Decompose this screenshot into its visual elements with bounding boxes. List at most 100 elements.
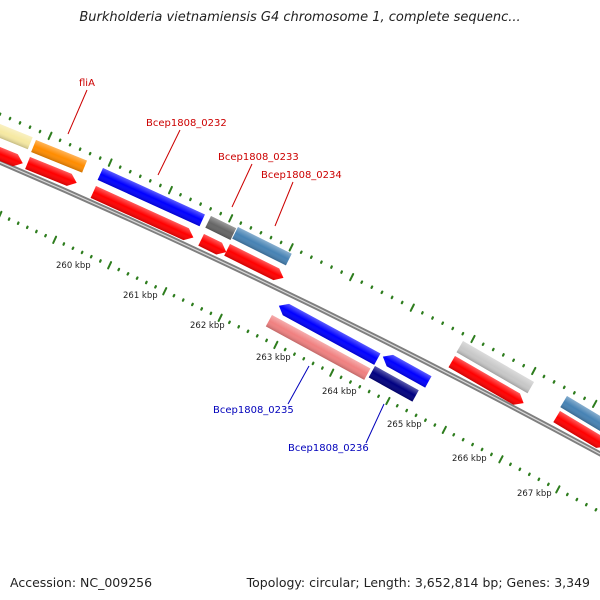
inner-minor-tick — [246, 329, 250, 334]
outer-minor-tick — [320, 260, 323, 264]
outer-minor-tick — [159, 183, 162, 188]
accession-text: Accession: NC_009256 — [10, 575, 153, 590]
outer-minor-tick — [522, 363, 526, 368]
inner-major-tick — [107, 261, 113, 270]
inner-minor-tick — [302, 357, 306, 361]
inner-minor-tick — [480, 447, 484, 452]
inner-major-tick — [273, 340, 279, 350]
outer-minor-tick — [219, 211, 223, 216]
outer-minor-tick — [68, 143, 72, 147]
gene-bcep1808-0233[interactable] — [205, 216, 237, 240]
gene-edge-right[interactable] — [560, 396, 600, 433]
cds-bcep1808-0236[interactable] — [368, 366, 419, 402]
outer-minor-tick — [128, 169, 132, 174]
outer-minor-tick — [501, 353, 505, 357]
inner-minor-tick — [349, 380, 352, 384]
outer-minor-tick — [380, 290, 384, 295]
scale-label-261: 261 kbp — [123, 291, 158, 301]
outer-minor-tick — [189, 197, 192, 202]
cds-flia[interactable] — [25, 157, 79, 189]
outer-minor-tick — [309, 255, 313, 259]
outer-minor-tick — [148, 179, 152, 183]
label-bcep1808-0232[interactable]: Bcep1808_0232 — [146, 118, 227, 129]
outer-minor-tick — [8, 116, 12, 121]
gene-bcep1808-0235-outer[interactable] — [276, 300, 381, 365]
genome-summary-text: Topology: circular; Length: 3,652,814 bp… — [246, 575, 590, 590]
cds-bcep1808-0232[interactable] — [90, 186, 196, 243]
scale-label-263: 263 kbp — [256, 353, 291, 363]
label-bcep1808-0234[interactable]: Bcep1808_0234 — [261, 170, 342, 181]
inner-major-tick — [441, 425, 447, 434]
scale-labels: 260 kbp 261 kbp 262 kbp 263 kbp 264 kbp … — [56, 261, 552, 499]
inner-minor-tick — [200, 307, 204, 311]
inner-minor-tick — [414, 413, 418, 418]
gene-bcep1808-0232[interactable] — [97, 168, 205, 227]
outer-minor-tick — [562, 385, 566, 390]
gene-features[interactable] — [0, 120, 600, 452]
inner-minor-tick — [461, 437, 465, 442]
inner-minor-tick — [283, 347, 287, 352]
label-bcep1808-0236[interactable]: Bcep1808_0236 — [288, 443, 369, 454]
outer-minor-tick — [330, 265, 333, 269]
outer-major-tick — [409, 303, 415, 312]
outer-minor-tick — [118, 165, 122, 169]
inner-minor-tick — [293, 352, 296, 356]
inner-minor-tick — [395, 404, 399, 408]
gene-flia[interactable] — [31, 140, 87, 173]
inner-minor-tick — [490, 452, 493, 457]
inner-minor-tick — [172, 293, 176, 298]
cds-bcep1808-0235[interactable] — [265, 315, 371, 380]
gene-small-reverse[interactable] — [380, 351, 432, 388]
inner-minor-tick — [144, 280, 148, 285]
label-bcep1808-0233[interactable]: Bcep1808_0233 — [218, 152, 299, 163]
outer-minor-tick — [512, 358, 516, 362]
inner-major-tick — [52, 235, 58, 244]
inner-minor-tick — [98, 259, 102, 263]
inner-minor-tick — [321, 366, 324, 370]
cds-edge-right[interactable] — [553, 411, 600, 452]
scale-label-265: 265 kbp — [387, 420, 422, 430]
inner-tick-ruler — [0, 210, 598, 512]
gene-grey[interactable] — [456, 341, 535, 394]
outer-minor-tick — [390, 295, 394, 300]
outer-minor-tick — [583, 396, 587, 401]
inner-minor-tick — [405, 408, 409, 413]
inner-minor-tick — [546, 482, 550, 487]
outer-minor-tick — [491, 347, 495, 352]
outer-minor-tick — [451, 326, 455, 331]
cds-bcep1808-0234[interactable] — [224, 244, 286, 284]
inner-minor-tick — [16, 221, 20, 225]
outer-minor-tick — [370, 285, 374, 289]
gene-labels[interactable]: fliA Bcep1808_0232 Bcep1808_0233 Bcep180… — [79, 78, 369, 454]
outer-minor-tick — [88, 151, 92, 156]
outer-minor-tick — [299, 250, 303, 254]
outer-minor-tick — [279, 240, 283, 245]
scale-label-266: 266 kbp — [452, 454, 487, 464]
inner-minor-tick — [367, 389, 371, 394]
gene-bcep1808-0234[interactable] — [232, 227, 292, 266]
cds-bcep1808-0233[interactable] — [198, 234, 229, 258]
inner-minor-tick — [377, 394, 380, 398]
inner-minor-tick — [594, 508, 598, 512]
outer-minor-tick — [421, 311, 424, 315]
inner-minor-tick — [527, 472, 531, 477]
cds-grey[interactable] — [448, 356, 527, 409]
inner-minor-tick — [154, 285, 157, 289]
outer-minor-tick — [18, 121, 22, 125]
label-bcep1808-0235[interactable]: Bcep1808_0235 — [213, 405, 294, 416]
inner-minor-tick — [575, 497, 579, 502]
outer-minor-tick — [98, 156, 102, 160]
scale-label-260: 260 kbp — [56, 261, 91, 271]
inner-minor-tick — [126, 272, 130, 276]
inner-minor-tick — [452, 433, 456, 437]
inner-minor-tick — [80, 250, 84, 255]
inner-minor-tick — [358, 385, 362, 389]
outer-minor-tick — [269, 235, 273, 240]
chromosome-backbone — [0, 159, 600, 457]
label-flia[interactable]: fliA — [79, 78, 95, 89]
inner-minor-tick — [424, 418, 427, 422]
inner-minor-tick — [44, 233, 48, 238]
inner-minor-tick — [255, 334, 259, 338]
label-leaders — [67, 89, 385, 444]
